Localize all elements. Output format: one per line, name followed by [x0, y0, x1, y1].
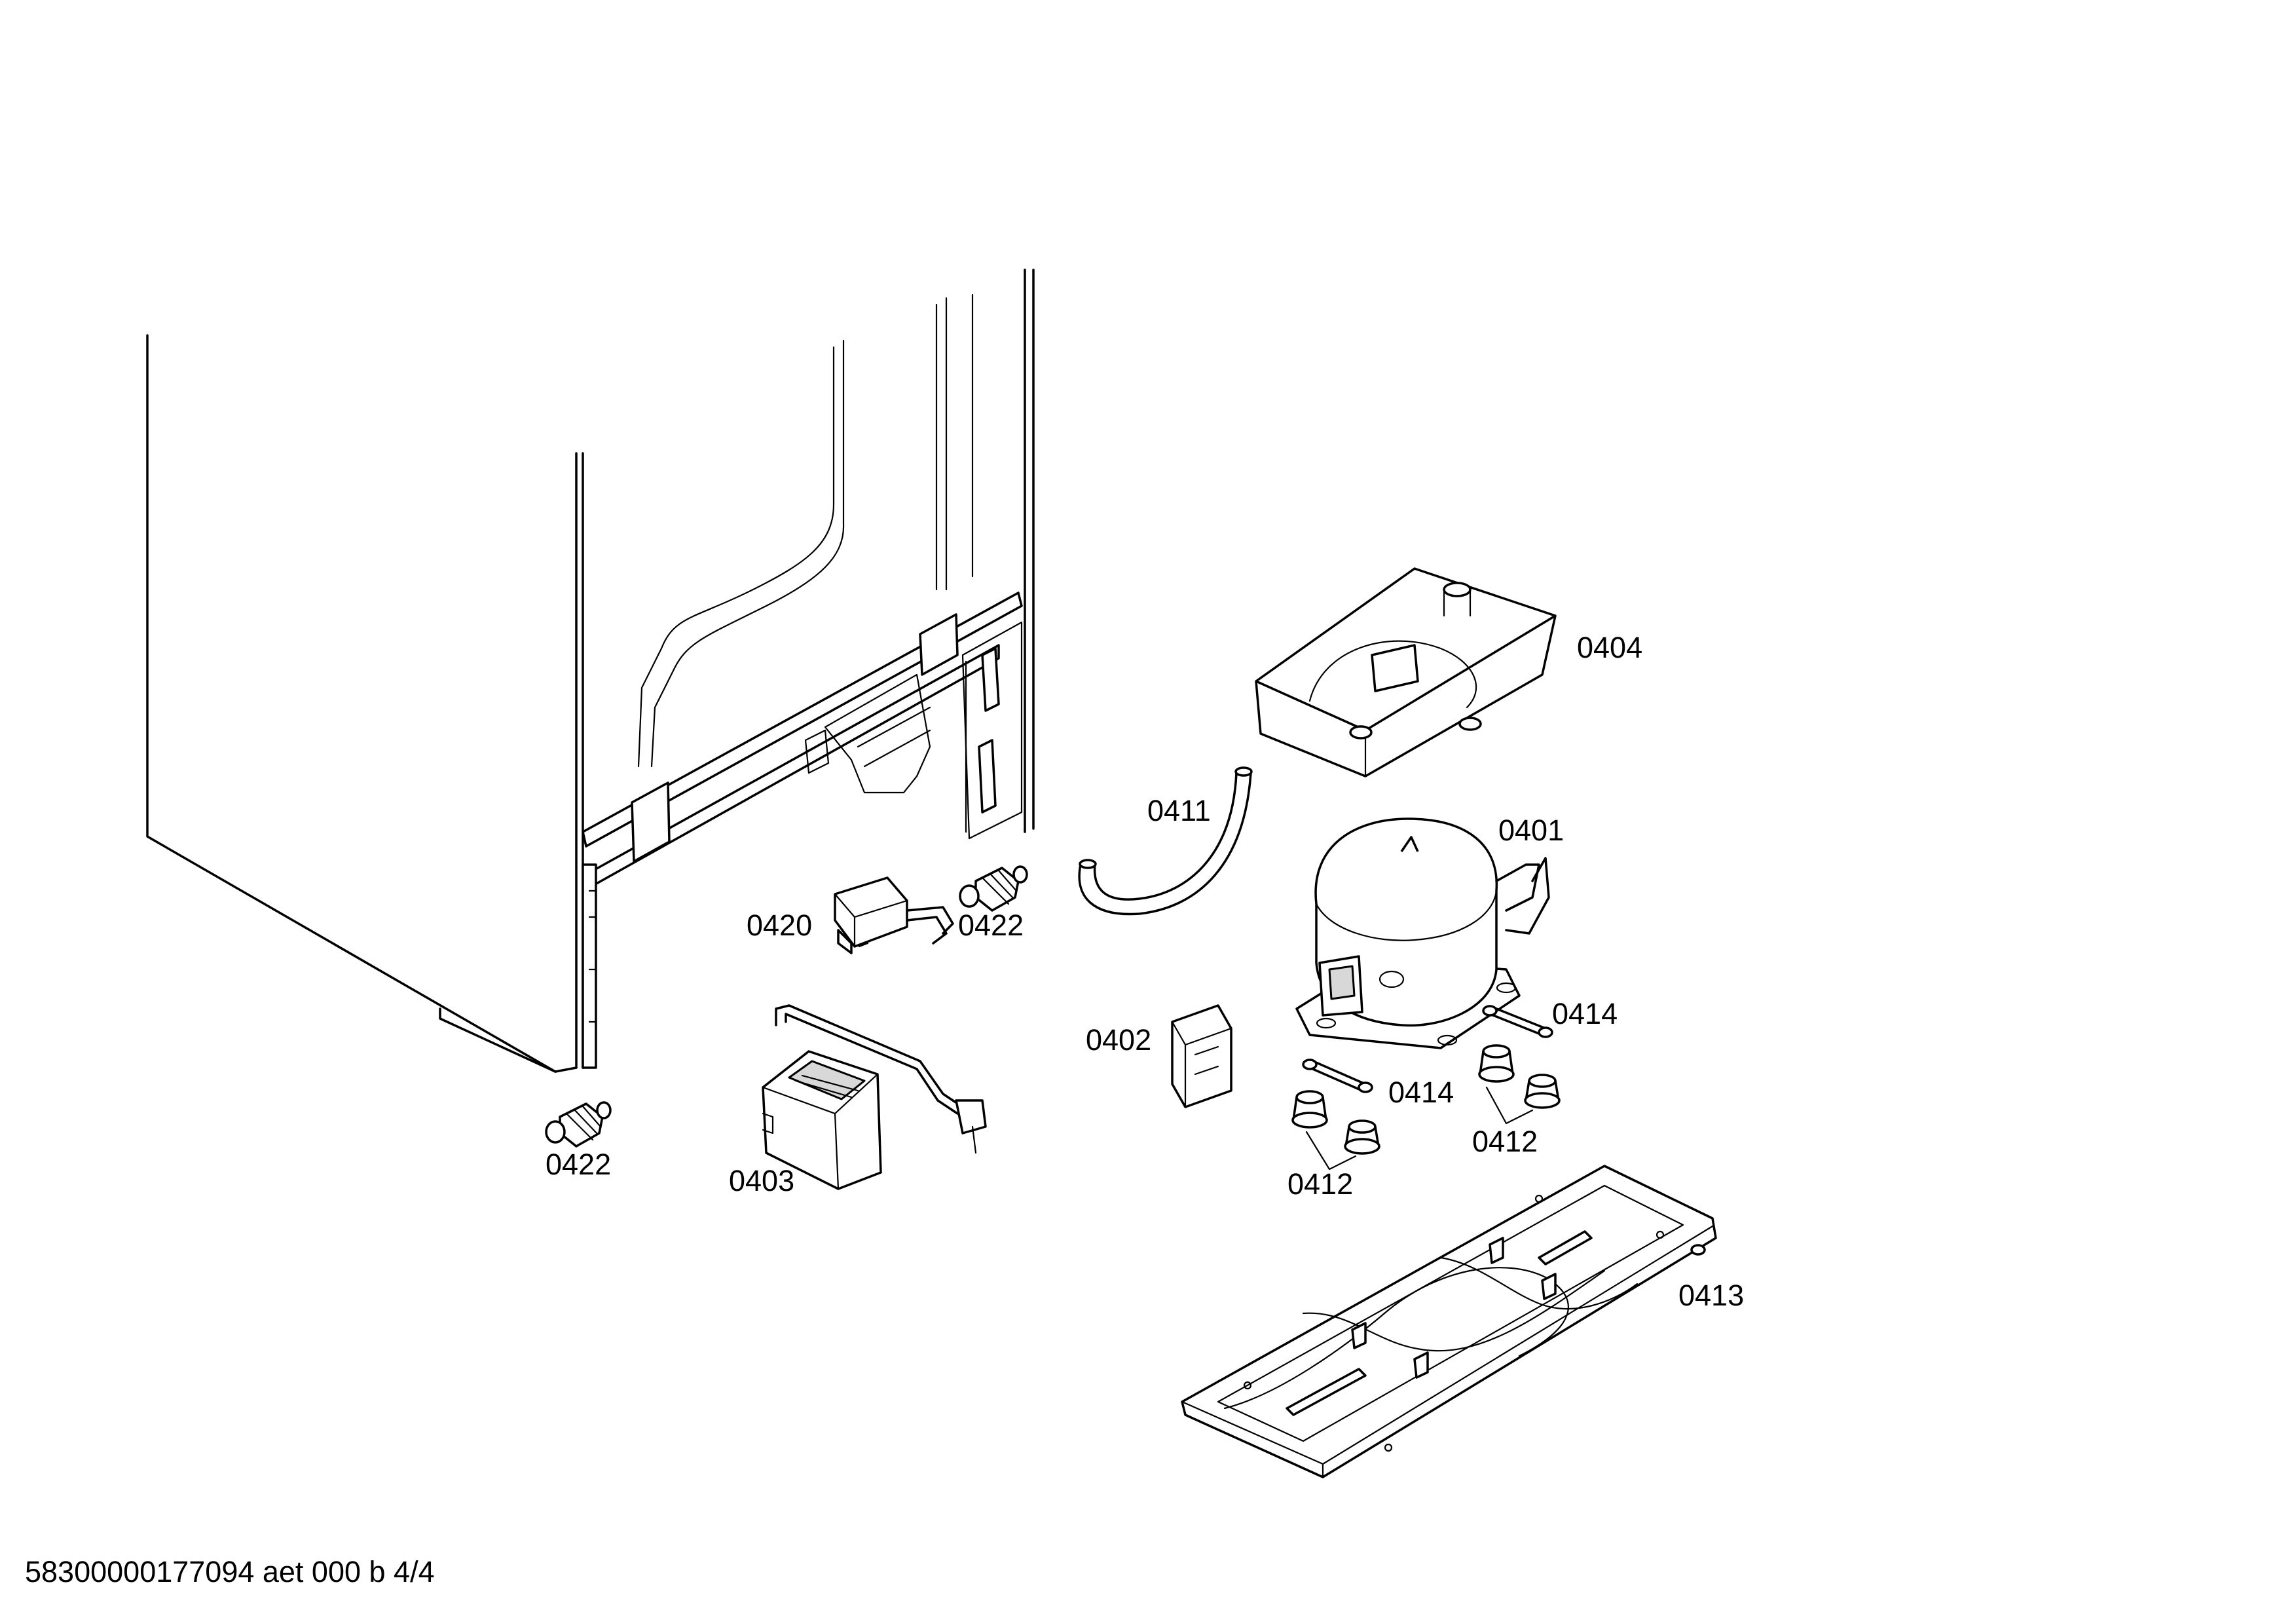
- label-0414-upper: 0414: [1552, 997, 1618, 1030]
- part-0411-hose: [1078, 766, 1253, 916]
- part-0401-compressor: [1295, 817, 1550, 1049]
- part-0414-clip-lower: [1302, 1059, 1373, 1093]
- label-0411: 0411: [1147, 794, 1211, 827]
- part-0404-compressor-cover: [1255, 567, 1557, 778]
- part-0420-relay: [834, 876, 954, 954]
- part-0403-electronic-module: [762, 1004, 987, 1190]
- label-0404: 0404: [1577, 631, 1642, 664]
- document-id: 58300000177094 aet 000 b 4/4: [25, 1555, 435, 1588]
- refrigerator-cabinet: [146, 269, 1035, 1073]
- label-0403: 0403: [729, 1164, 794, 1197]
- label-0412-right: 0412: [1472, 1125, 1538, 1158]
- label-0413: 0413: [1678, 1279, 1744, 1312]
- part-0422-foot-upper: [959, 865, 1028, 912]
- label-0412-left: 0412: [1287, 1167, 1353, 1201]
- part-0412-grommets-left: [1291, 1090, 1380, 1171]
- label-0422-lower: 0422: [546, 1148, 611, 1181]
- part-0414-clip-upper: [1482, 1005, 1553, 1038]
- part-0402-connector: [1171, 1004, 1232, 1108]
- label-0414-lower: 0414: [1388, 1076, 1454, 1109]
- label-0420: 0420: [747, 909, 812, 942]
- part-0412-grommets-right: [1478, 1044, 1561, 1125]
- part-0422-foot-lower: [545, 1101, 612, 1148]
- label-0422-upper: 0422: [958, 909, 1024, 942]
- label-0401: 0401: [1498, 814, 1564, 847]
- part-0413-base-plate: [1181, 1165, 1717, 1478]
- leader-lines: [858, 942, 869, 948]
- part-labels: 0404 0411 0401 0420 0422 0414 0402 0414 …: [546, 631, 1744, 1312]
- label-0402: 0402: [1086, 1023, 1151, 1057]
